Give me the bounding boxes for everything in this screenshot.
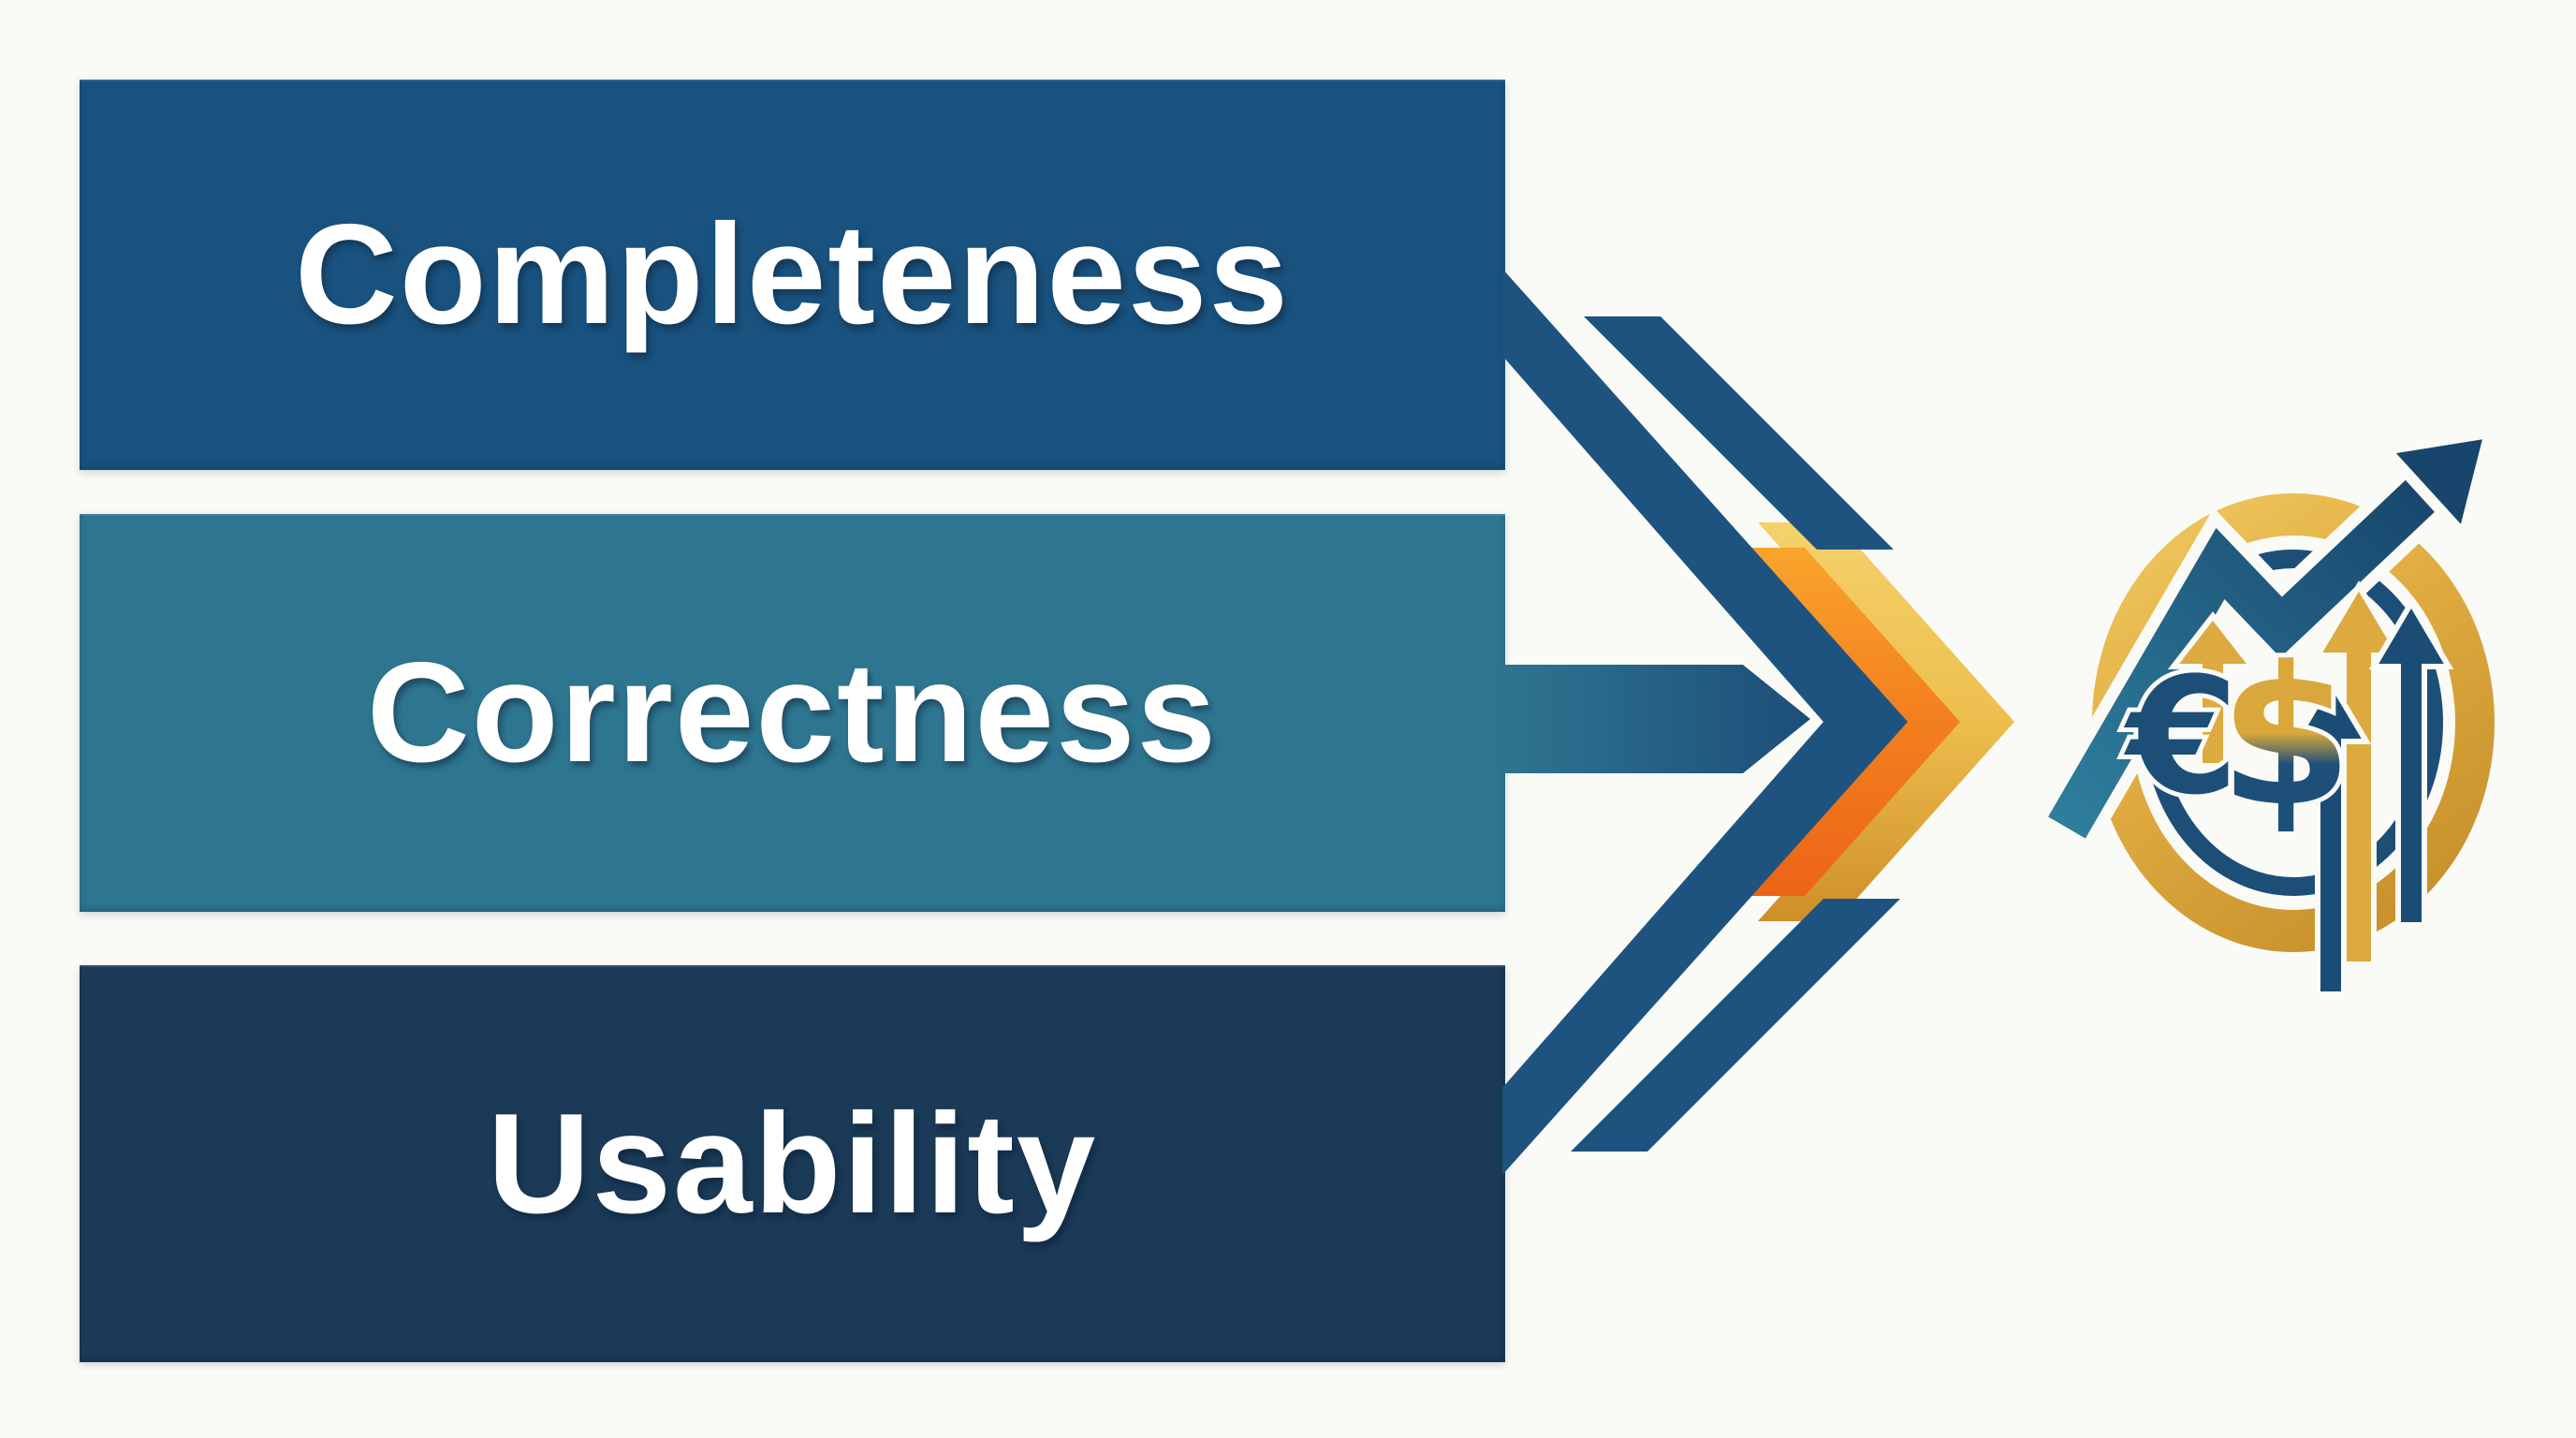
- bar-usability: Usability: [80, 965, 1505, 1362]
- bar-completeness-label: Completeness: [295, 195, 1290, 354]
- bar-completeness: Completeness: [80, 80, 1505, 470]
- chevron-orange: [1728, 548, 1960, 896]
- chevron-gold: [1758, 522, 2014, 921]
- navy-ring: [2144, 550, 2443, 896]
- bar-usability-label: Usability: [487, 1083, 1098, 1243]
- navy-up-arrow-tall: [2368, 597, 2454, 928]
- dollar-symbol: $: [2219, 626, 2353, 849]
- upper-diagonal-stripe: [1584, 316, 1894, 550]
- flow-arrow: [1502, 269, 2014, 1175]
- bar-correctness-label: Correctness: [366, 633, 1219, 792]
- navy-up-arrow-small: [2290, 676, 2372, 997]
- trend-line-casing: [2037, 458, 2457, 845]
- trend-line: [2048, 467, 2449, 839]
- euro-symbol: €: [2123, 642, 2239, 830]
- bar-correctness: Correctness: [80, 514, 1505, 912]
- gold-up-arrow-tall: [2312, 580, 2406, 967]
- chevron-blue: [1502, 269, 1908, 1175]
- connector-band: [1502, 665, 1810, 773]
- gold-up-arrow-small: [2167, 611, 2259, 769]
- lower-diagonal-stripe: [1571, 899, 1900, 1152]
- trend-arrowhead: [2379, 427, 2496, 541]
- gold-ring: [2092, 493, 2495, 952]
- growth-icon: € $: [2037, 427, 2496, 997]
